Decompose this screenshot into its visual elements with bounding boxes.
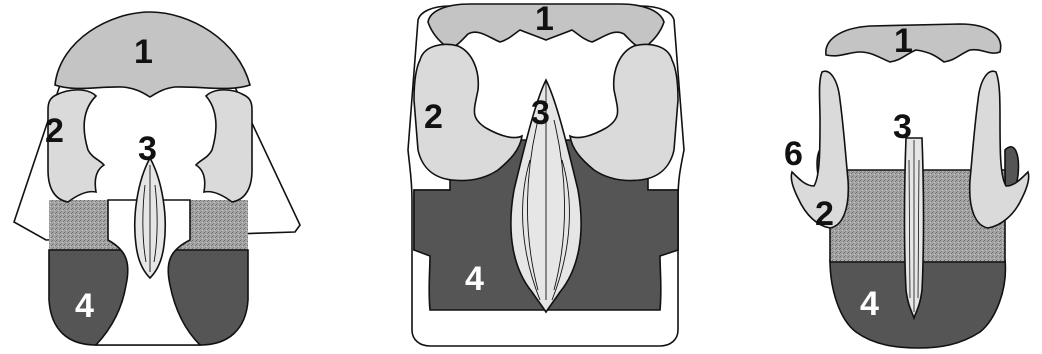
panel-middle-label-4: 4	[465, 260, 484, 298]
panel-right-label-2: 2	[815, 195, 834, 233]
panel-middle-label-3: 3	[531, 94, 550, 132]
panel-right-region-2-right	[970, 71, 1029, 228]
panel-right-label-1: 1	[894, 22, 913, 60]
panel-left-label-2: 2	[45, 112, 64, 150]
panel-right	[791, 24, 1029, 348]
panel-left	[14, 12, 300, 345]
panel-right-region-1	[826, 24, 1001, 62]
panel-right-label-6: 6	[784, 135, 803, 173]
panel-left-label-1: 1	[134, 33, 153, 71]
panel-left-label-4: 4	[75, 287, 94, 325]
panel-right-label-3: 3	[893, 108, 912, 146]
panel-middle	[408, 4, 684, 346]
panel-middle-label-1: 1	[535, 0, 554, 38]
panel-right-label-4: 4	[860, 285, 879, 323]
panel-middle-label-2: 2	[424, 98, 443, 136]
panel-left-label-3: 3	[138, 130, 157, 168]
